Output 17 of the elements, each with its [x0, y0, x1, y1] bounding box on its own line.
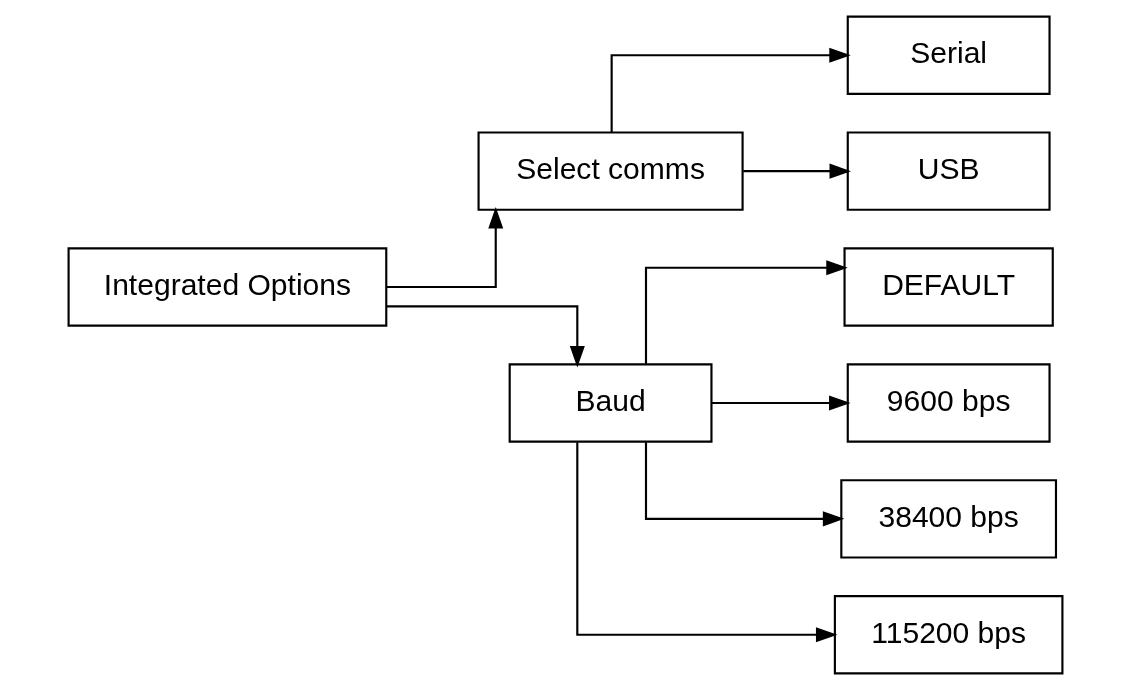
node-box: 9600 bps	[846, 363, 1051, 443]
arrow	[711, 395, 851, 411]
arrow	[610, 47, 851, 132]
arrow	[575, 442, 837, 643]
arrow	[644, 442, 844, 527]
node-box: 115200 bps	[833, 595, 1063, 675]
node-box: 38400 bps	[839, 479, 1057, 559]
node-box: Integrated Options	[67, 247, 387, 327]
node-box: USB	[846, 131, 1051, 211]
node-box: Select comms	[477, 131, 744, 211]
node-box: DEFAULT	[842, 247, 1054, 327]
arrow	[386, 207, 503, 289]
arrow	[386, 305, 585, 368]
node-box: Serial	[846, 15, 1051, 95]
node-box: Baud	[508, 363, 713, 443]
arrow	[644, 260, 848, 364]
arrow	[742, 163, 851, 179]
